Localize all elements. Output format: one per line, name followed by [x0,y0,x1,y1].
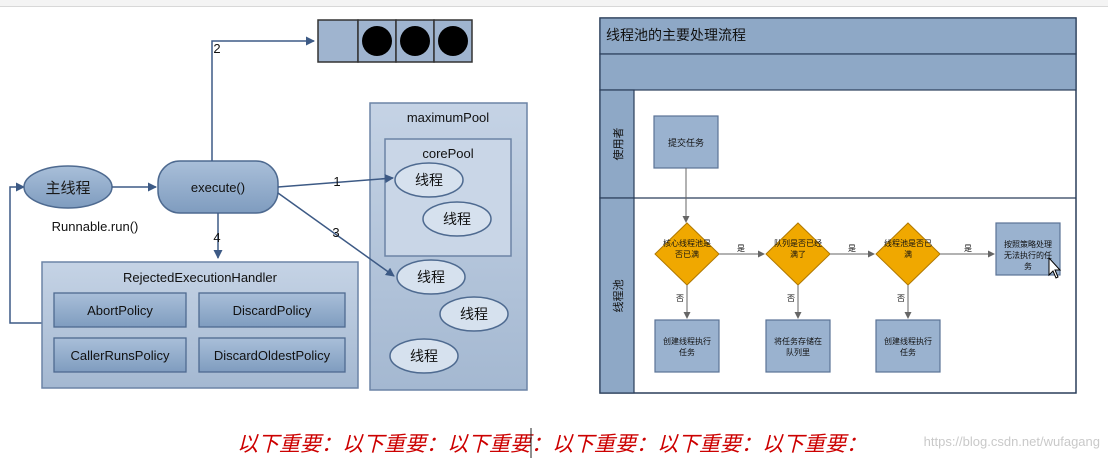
yes-label: 是 [737,244,745,253]
window-top-bar [0,0,1108,7]
lane-pool-label: 线程池 [611,280,625,313]
step-2-arrow [211,36,315,161]
rejected-handler-title: RejectedExecutionHandler [123,270,278,285]
execute-label: execute() [191,180,245,195]
yes-label: 是 [848,244,856,253]
step-3-label: 3 [332,225,339,240]
queued-task-dot [438,26,468,56]
queued-task-dot [400,26,430,56]
caller-runs-policy-label: CallerRunsPolicy [71,348,170,363]
decision-2-label: 队列是否已经满了 [774,238,822,259]
discard-policy-label: DiscardPolicy [233,303,312,318]
discard-oldest-policy-label: DiscardOldestPolicy [214,348,331,363]
submit-task-node [653,115,719,169]
max-thread-label: 线程 [417,269,445,285]
core-thread-node [422,201,492,237]
step-1-label: 1 [333,174,340,189]
flow-title: 线程池的主要处理流程 [606,27,746,43]
no-label: 否 [676,294,684,303]
runnable-run-label: Runnable.run() [52,219,139,234]
decision-1-label: 核心线程池是否已满 [663,238,711,259]
core-thread-label: 线程 [415,172,443,188]
main-thread-label: 主线程 [45,180,90,197]
abort-policy-box [53,292,187,328]
yes-label: 是 [964,244,972,253]
queue-slot-empty [317,19,359,63]
mouse-pointer-icon [1048,256,1062,279]
flow-title-bar [599,17,1077,55]
max-thread-label: 线程 [410,348,438,364]
no-label: 否 [897,294,905,303]
core-thread-node [394,162,464,198]
caller-runs-feedback-arrow [9,182,42,324]
submit-task-label: 提交任务 [668,137,704,148]
important-note: 以下重要：以下重要：以下重要：以下重要：以下重要：以下重要： [237,433,867,456]
no-label: 否 [787,294,795,303]
create-thread-node [654,319,720,373]
lane-pool-header [599,197,635,394]
flow-header-strip [599,53,1077,91]
abort-policy-label: AbortPolicy [87,303,153,318]
step-4-label: 4 [213,230,220,245]
action-1-label: 创建线程执行任务 [663,336,711,357]
step-1-arrow [277,174,394,188]
lane-user-label: 使用者 [612,128,625,161]
core-thread-label: 线程 [443,211,471,227]
max-thread-node [396,259,466,295]
max-thread-label: 线程 [460,306,488,322]
task-queue [317,19,473,63]
core-pool-label: corePool [422,146,473,161]
core-pool-container [384,138,512,257]
action-3-label: 创建线程执行任务 [884,336,932,357]
max-thread-node [439,296,509,332]
action-2-label: 将任务存储在队列里 [774,336,822,357]
discard-policy-box [198,292,346,328]
step-2-label: 2 [213,41,220,56]
queued-task-dot [362,26,392,56]
caller-runs-policy-box [53,337,187,373]
left-diagram: 主线程 Runnable.run() execute() 2 4 maximum… [9,19,528,391]
create-thread-node [875,319,941,373]
reject-policy-label: 按照策略处理无法执行的任务 [1004,239,1052,271]
lane-user-header [599,89,635,199]
enqueue-task-node [765,319,831,373]
max-thread-node [389,338,459,374]
discard-oldest-policy-box [198,337,346,373]
maximum-pool-label: maximumPool [407,110,489,125]
watermark: https://blog.csdn.net/wufagang [924,434,1100,449]
decision-3-label: 线程池是否已满 [884,238,932,259]
right-diagram: 线程池的主要处理流程 使用者 线程池 提交任务 核心线程池是否已满 队列是否已经… [599,17,1077,394]
step-3-arrow [277,192,395,277]
